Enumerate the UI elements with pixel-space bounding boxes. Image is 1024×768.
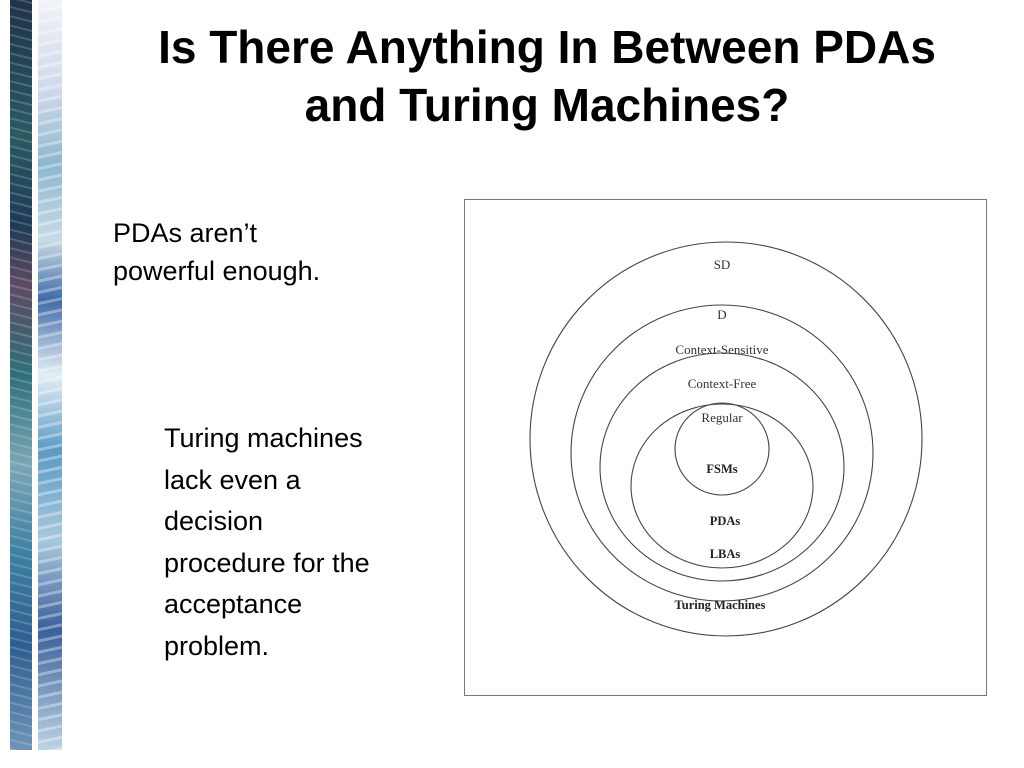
label-context-sensitive: Context-Sensitive bbox=[675, 342, 768, 357]
title-line-1: Is There Anything In Between PDAs bbox=[158, 21, 936, 73]
decorative-strip-left bbox=[10, 0, 32, 750]
ring-sd bbox=[529, 241, 923, 637]
label-d: D bbox=[717, 307, 726, 322]
label-lbas: LBAs bbox=[710, 547, 741, 561]
slide-title: Is There Anything In Between PDAs and Tu… bbox=[70, 18, 1024, 134]
hierarchy-svg: SD D Context-Sensitive Context-Free Regu… bbox=[529, 241, 923, 637]
text-line: procedure for the bbox=[164, 547, 370, 578]
text-block-pdas: PDAs aren’t powerful enough. bbox=[113, 214, 413, 290]
title-line-2: and Turing Machines? bbox=[304, 79, 790, 131]
text-line: PDAs aren’t bbox=[113, 218, 258, 248]
ring-d bbox=[570, 304, 874, 602]
ring-context-free bbox=[630, 403, 814, 569]
text-block-turing: Turing machines lack even a decision pro… bbox=[164, 418, 454, 667]
label-context-free: Context-Free bbox=[688, 376, 757, 391]
text-line: powerful enough. bbox=[113, 256, 321, 286]
language-hierarchy-diagram: SD D Context-Sensitive Context-Free Regu… bbox=[464, 199, 987, 696]
label-pdas: PDAs bbox=[710, 514, 741, 528]
text-line: lack even a bbox=[164, 464, 301, 495]
label-sd: SD bbox=[714, 257, 731, 272]
text-line: acceptance bbox=[164, 589, 303, 619]
decorative-strip-right bbox=[38, 0, 62, 750]
text-line: Turing machines bbox=[164, 423, 363, 453]
text-line: problem. bbox=[164, 630, 270, 661]
label-fsms: FSMs bbox=[706, 462, 737, 476]
text-line: decision bbox=[164, 506, 264, 536]
ring-context-sensitive bbox=[599, 352, 845, 582]
label-turing-machines: Turing Machines bbox=[675, 598, 766, 612]
ring-regular bbox=[674, 402, 770, 496]
label-regular: Regular bbox=[701, 410, 743, 425]
